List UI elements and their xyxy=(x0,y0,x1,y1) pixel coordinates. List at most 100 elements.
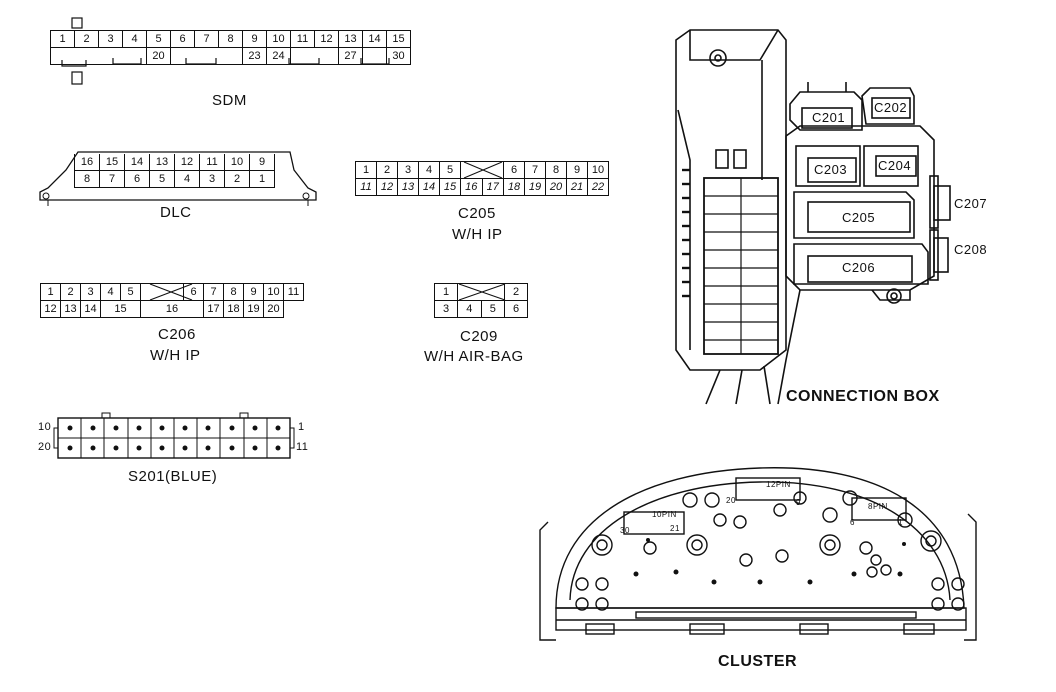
c209-pin: 5 xyxy=(480,300,505,318)
dlc-screw-left xyxy=(42,192,50,200)
sdm-pin: 2 xyxy=(74,30,99,48)
c206-pin: 4 xyxy=(100,283,121,301)
c205-label: C205 xyxy=(458,205,496,222)
dlc-pin: 5 xyxy=(149,170,175,188)
c206-pin: 17 xyxy=(203,300,224,318)
sdm-pin: 11 xyxy=(290,30,315,48)
cluster-drawing xyxy=(539,467,977,641)
c205-pin: 15 xyxy=(439,178,461,196)
sdm-pin: 15 xyxy=(386,30,411,48)
c207-label: C207 xyxy=(954,196,988,211)
sdm-pin: 27 xyxy=(338,47,363,65)
c209-pin: 3 xyxy=(434,300,458,318)
dlc-pin: 11 xyxy=(199,154,225,171)
dlc-pin: 8 xyxy=(74,170,100,188)
c205-pin: 17 xyxy=(481,178,504,196)
c206-pin: 20 xyxy=(263,300,284,318)
c205-pin: 3 xyxy=(397,161,419,179)
c206-pin: 1 xyxy=(40,283,61,301)
c209-connector: 1 2 3 4 5 6 xyxy=(434,283,528,318)
dlc-pin: 4 xyxy=(174,170,200,188)
c205-pin: 5 xyxy=(439,161,461,179)
sdm-connector: 1 2 3 4 5 6 7 8 9 10 11 12 13 14 15 20 2… xyxy=(50,30,411,65)
c205-pin: 20 xyxy=(545,178,567,196)
sdm-label: SDM xyxy=(212,92,247,109)
c206-pin: 11 xyxy=(283,283,304,301)
dlc-pin: 9 xyxy=(249,154,275,171)
dlc-pin: 12 xyxy=(174,154,200,171)
c206-pin: 18 xyxy=(223,300,244,318)
cluster-pin-label: 6 xyxy=(850,518,855,527)
c205-sub-label: W/H IP xyxy=(452,226,503,243)
sdm-pin: 20 xyxy=(146,47,171,65)
c206-pin: 12 xyxy=(40,300,61,318)
c206-connector: 1 2 3 4 5 6 7 8 9 10 11 12 13 14 15 16 1… xyxy=(40,283,304,318)
c209-label: C209 xyxy=(460,328,498,345)
c205-blank-cell xyxy=(460,161,504,179)
sdm-pin: 5 xyxy=(146,30,171,48)
dlc-pin: 14 xyxy=(124,154,150,171)
c206-pin: 9 xyxy=(243,283,264,301)
dlc-pin: 13 xyxy=(149,154,175,171)
sdm-pin: 7 xyxy=(194,30,219,48)
c205-pin: 21 xyxy=(566,178,588,196)
c206-sub-label: W/H IP xyxy=(150,347,201,364)
sdm-pin: 3 xyxy=(98,30,123,48)
cluster-pin-label: 20 xyxy=(726,496,736,505)
c209-pin: 1 xyxy=(434,283,458,301)
dlc-pin: 10 xyxy=(224,154,250,171)
sdm-pin: 9 xyxy=(242,30,267,48)
sdm-pin: 12 xyxy=(314,30,339,48)
c205-pin: 9 xyxy=(566,161,588,179)
sdm-pin: 24 xyxy=(266,47,291,65)
cluster-10pin-label: 10PIN xyxy=(652,510,677,519)
c205-pin: 16 xyxy=(460,178,483,196)
dlc-label: DLC xyxy=(160,204,192,221)
c206-pin: 6 xyxy=(183,283,204,301)
c205-pin: 18 xyxy=(503,178,525,196)
cluster-pin-label: 30 xyxy=(620,526,630,535)
c201-label: C201 xyxy=(812,110,846,125)
c206-pin: 5 xyxy=(120,283,141,301)
c205-box-label: C205 xyxy=(842,210,876,225)
cluster-pin-label: 1 xyxy=(898,518,903,527)
c209-blank-cell xyxy=(457,283,505,301)
cluster-pin-label: 21 xyxy=(670,524,680,533)
sdm-pin: 8 xyxy=(218,30,243,48)
sdm-pin: 1 xyxy=(50,30,75,48)
dlc-pin: 16 xyxy=(74,154,100,171)
c205-pin: 4 xyxy=(418,161,440,179)
cluster-pin-label: 9 xyxy=(796,498,801,507)
c205-pin: 13 xyxy=(397,178,419,196)
dlc-pin: 7 xyxy=(99,170,125,188)
s201-pin-label: 20 xyxy=(38,441,52,453)
c206-pin: 15 xyxy=(100,300,141,318)
c206-label: C206 xyxy=(158,326,196,343)
c205-pin: 19 xyxy=(524,178,546,196)
c206-pin: 13 xyxy=(60,300,81,318)
dlc-pin: 2 xyxy=(224,170,250,188)
dlc-pin: 3 xyxy=(199,170,225,188)
c206-pin: 16 xyxy=(140,300,204,318)
dlc-pin: 6 xyxy=(124,170,150,188)
s201-pin-label: 10 xyxy=(38,421,52,433)
c205-pin: 7 xyxy=(524,161,546,179)
c209-pin: 2 xyxy=(504,283,528,301)
c209-sub-label: W/H AIR-BAG xyxy=(424,348,524,365)
dlc-body xyxy=(39,151,317,201)
c208-label: C208 xyxy=(954,242,988,257)
c205-pin: 2 xyxy=(376,161,398,179)
dlc-pin: 15 xyxy=(99,154,125,171)
dlc-connector: 16 15 14 13 12 11 10 9 8 7 6 5 4 3 2 1 xyxy=(74,154,275,188)
dlc-screw-right xyxy=(302,192,310,200)
c205-connector: 1 2 3 4 5 6 7 8 9 10 11 12 13 14 15 16 1… xyxy=(355,161,609,196)
c206-blank-cell xyxy=(140,283,184,301)
c206-pin: 3 xyxy=(80,283,101,301)
c202-label: C202 xyxy=(874,100,908,115)
sdm-pin: 30 xyxy=(386,47,411,65)
sdm-pin: 13 xyxy=(338,30,363,48)
c205-pin: 12 xyxy=(376,178,398,196)
s201-pin-label: 1 xyxy=(298,421,305,433)
c206-pin: 7 xyxy=(203,283,224,301)
